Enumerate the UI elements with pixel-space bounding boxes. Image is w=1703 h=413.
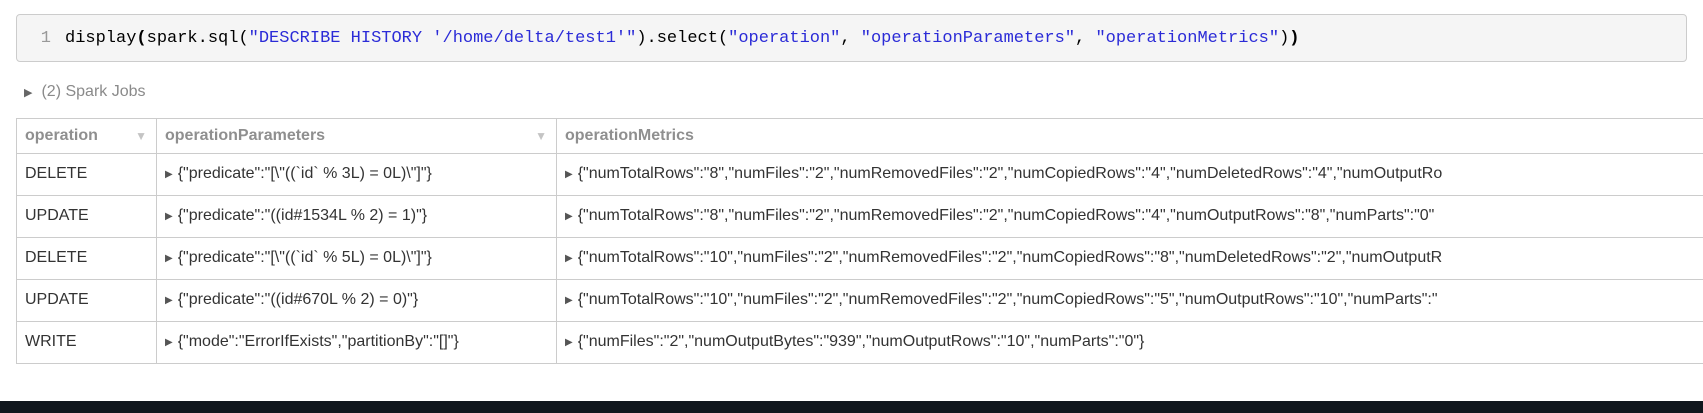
table-row: WRITE ▶ {"mode":"ErrorIfExists","partition… [16,321,1703,364]
table-header-row: operation ▼ operationParameters ▼ operat… [16,118,1703,154]
operation-parameters-cell: ▶ {"predicate":"[\"((`id` % 3L) = 0L)\"]"… [156,153,557,196]
expand-json-icon[interactable]: ▶ [165,337,173,348]
table-row: DELETE ▶ {"predicate":"[\"((`id` % 3L) = 0… [16,153,1703,196]
expand-json-icon[interactable]: ▶ [165,169,173,180]
code-token-string: "operationMetrics" [1095,28,1280,48]
column-label: operationMetrics [565,127,694,144]
cell-text: {"numTotalRows":"10","numFiles":"2","num… [577,291,1438,308]
code-token-plain: , [1075,28,1096,48]
cell-text: {"predicate":"[\"((`id` % 5L) = 0L)\"]"} [177,249,432,266]
table-row: UPDATE ▶ {"predicate":"((id#670L % 2) = 0)… [16,279,1703,322]
operation-metrics-cell: ▶ {"numTotalRows":"8","numFiles":"2","num… [556,153,1703,196]
operation-cell: DELETE [16,237,157,280]
operation-cell: UPDATE [16,279,157,322]
cell-text: {"numTotalRows":"8","numFiles":"2","numR… [577,207,1435,224]
cell-text: {"predicate":"((id#1534L % 2) = 1)"} [177,207,428,224]
code-token-plain: ) [1279,28,1290,48]
cell-text: {"mode":"ErrorIfExists","partitionBy":"[… [177,333,459,350]
code-token-bracket: ( [136,28,147,48]
operation-cell: UPDATE [16,195,157,238]
expand-json-icon[interactable]: ▶ [565,169,573,180]
operation-parameters-cell: ▶ {"predicate":"((id#670L % 2) = 0)"} [156,279,557,322]
sort-icon[interactable]: ▼ [535,129,547,143]
expand-json-icon[interactable]: ▶ [565,211,573,222]
column-header-operation[interactable]: operation ▼ [16,118,157,154]
cell-text: {"predicate":"[\"((`id` % 3L) = 0L)\"]"} [177,165,432,182]
table-row: DELETE ▶ {"predicate":"[\"((`id` % 5L) = 0… [16,237,1703,280]
operation-cell: DELETE [16,153,157,196]
cell-text: UPDATE [25,291,89,308]
window-edge-bar [0,401,1703,413]
expand-json-icon[interactable]: ▶ [565,295,573,306]
results-table-container: operation ▼ operationParameters ▼ operat… [16,118,1703,364]
cell-text: DELETE [25,165,88,182]
code-token-plain: , [840,28,861,48]
expand-json-icon[interactable]: ▶ [165,253,173,264]
expand-json-icon[interactable]: ▶ [565,337,573,348]
expand-json-icon[interactable]: ▶ [565,253,573,264]
operation-parameters-cell: ▶ {"predicate":"((id#1534L % 2) = 1)"} [156,195,557,238]
cell-text: {"numTotalRows":"8","numFiles":"2","numR… [577,165,1443,182]
column-label: operationParameters [165,127,326,144]
cell-text: DELETE [25,249,88,266]
code-line[interactable]: display(spark.sql("DESCRIBE HISTORY '/ho… [65,29,1299,48]
table-row: UPDATE ▶ {"predicate":"((id#1534L % 2) = 1… [16,195,1703,238]
operation-metrics-cell: ▶ {"numTotalRows":"10","numFiles":"2","nu… [556,279,1703,322]
expander-icon: ▶ [24,86,33,99]
code-token-plain: display [65,28,137,48]
code-token-bracket: ) [1289,28,1300,48]
sort-icon[interactable]: ▼ [135,129,147,143]
expand-json-icon[interactable]: ▶ [165,295,173,306]
operation-metrics-cell: ▶ {"numFiles":"2","numOutputBytes":"939",… [556,321,1703,364]
code-token-string: "operation" [728,28,841,48]
code-token-plain: spark.sql( [146,28,249,48]
column-label: operation [25,127,98,144]
column-header-operation-metrics[interactable]: operationMetrics [556,118,1703,154]
operation-cell: WRITE [16,321,157,364]
operation-metrics-cell: ▶ {"numTotalRows":"8","numFiles":"2","num… [556,195,1703,238]
code-token-string: "operationParameters" [860,28,1076,48]
code-token-string: "DESCRIBE HISTORY '/home/delta/test1'" [248,28,637,48]
cell-text: UPDATE [25,207,89,224]
line-number: 1 [40,28,51,48]
operation-parameters-cell: ▶ {"mode":"ErrorIfExists","partitionBy":"… [156,321,557,364]
code-cell[interactable]: 1 display(spark.sql("DESCRIBE HISTORY '/… [16,14,1687,62]
cell-text: {"predicate":"((id#670L % 2) = 0)"} [177,291,419,308]
spark-jobs-toggle[interactable]: ▶ (2) Spark Jobs [24,83,1703,101]
column-header-operation-parameters[interactable]: operationParameters ▼ [156,118,557,154]
results-table: operation ▼ operationParameters ▼ operat… [16,118,1703,364]
cell-text: {"numFiles":"2","numOutputBytes":"939","… [577,333,1145,350]
spark-jobs-label: (2) Spark Jobs [41,83,146,100]
code-token-plain: ).select( [636,28,729,48]
cell-text: WRITE [25,333,77,350]
expand-json-icon[interactable]: ▶ [165,211,173,222]
operation-metrics-cell: ▶ {"numTotalRows":"10","numFiles":"2","nu… [556,237,1703,280]
cell-text: {"numTotalRows":"10","numFiles":"2","num… [577,249,1443,266]
operation-parameters-cell: ▶ {"predicate":"[\"((`id` % 5L) = 0L)\"]"… [156,237,557,280]
